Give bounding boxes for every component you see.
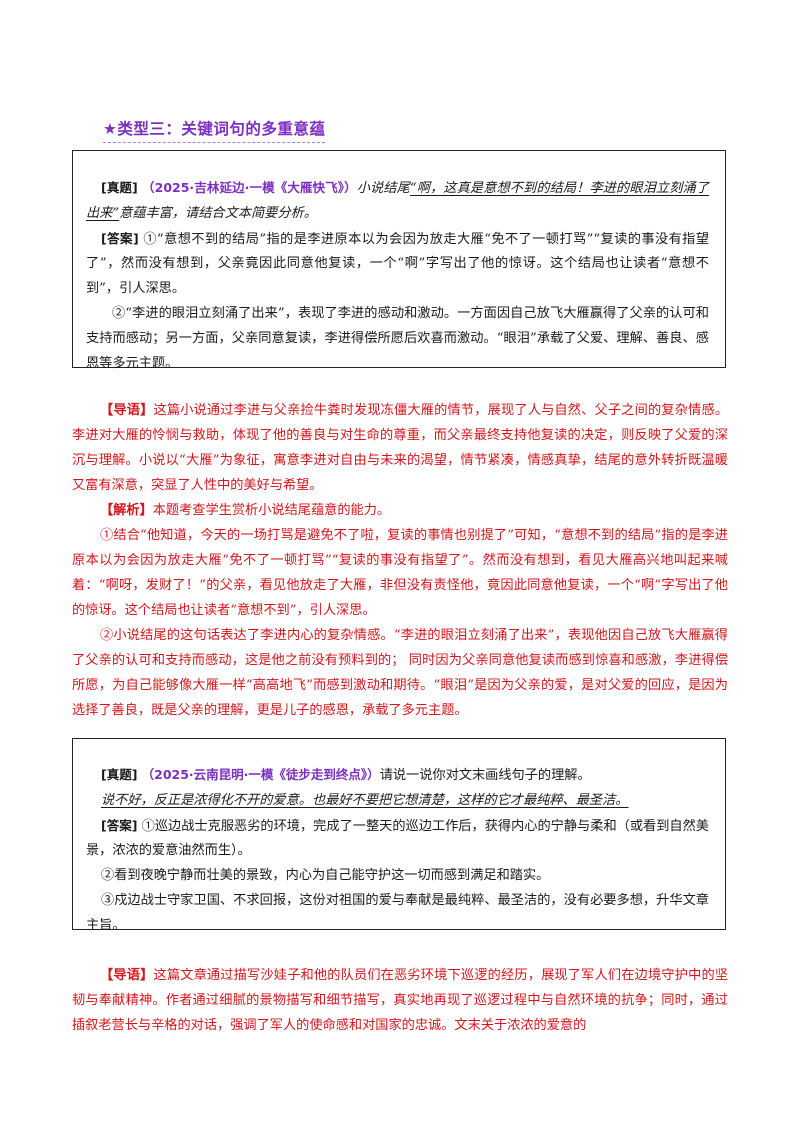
analysis-label: 【解析】 <box>100 503 153 518</box>
guide-label: 【导语】 <box>100 403 154 418</box>
question-quote: “啊，这真是意想不到的结局！李进的眼泪立刻涌了出来” <box>86 181 709 221</box>
guide-text: 这篇文章通过描写沙娃子和他的队员们在恶劣环境下巡逻的经历，展现了军人们在边境守护… <box>72 968 729 1033</box>
answer-2-p1: [答案] ①巡边战士克服恶劣的环境，完成了一整天的巡边工作后，获得内心的宁静与柔… <box>86 814 709 865</box>
question-box-1: [真题] （2025·吉林延边·一模《大雁快飞》）小说结尾“啊，这真是意想不到的… <box>72 150 726 371</box>
guide-paragraph: 【导语】这篇小说通过李进与父亲捡牛粪时发现冻僵大雁的情节，展现了人与自然、父子之… <box>72 398 728 498</box>
guide-label: 【导语】 <box>100 968 154 983</box>
section-title: ★类型三：关键词句的多重意蕴 <box>103 117 326 143</box>
question-2: [真题] （2025·云南昆明·一模《徒步走到终点》）请说一说你对文末画线句子的… <box>86 763 709 789</box>
question-source: （2025·吉林延边·一模《大雁快飞》） <box>142 180 357 195</box>
question-quote: 说不好，反正是浓得化不开的爱意。也最好不要把它想清楚，这样的它才最纯粹、最圣洁。 <box>86 789 709 814</box>
answer-2-p3: ③戍边战士守家卫国、不求回报，这份对祖国的爱与奉献是最纯粹、最圣洁的，没有必要多… <box>86 892 709 933</box>
answer-2-p2: ②看到夜晚宁静而壮美的景致，内心为自己能守护这一切而感到满足和踏实。 <box>101 868 550 884</box>
question-label: [真题] <box>101 180 138 195</box>
analysis-2: 【导语】这篇文章通过描写沙娃子和他的队员们在恶劣环境下巡逻的经历，展现了军人们在… <box>72 963 728 1038</box>
question-text: 请说一说你对文末画线句子的理解。 <box>379 768 591 783</box>
analysis-1: 【导语】这篇小说通过李进与父亲捡牛粪时发现冻僵大雁的情节，展现了人与自然、父子之… <box>72 398 728 723</box>
question-box-2: [真题] （2025·云南昆明·一模《徒步走到终点》）请说一说你对文末画线句子的… <box>72 738 726 933</box>
answer-label: [答案] <box>101 817 138 833</box>
analysis-point-1: ①结合“他知道，今天的一场打骂是避免不了啦，复读的事情也别提了”可知，“意想不到… <box>72 528 728 618</box>
guide-paragraph: 【导语】这篇文章通过描写沙娃子和他的队员们在恶劣环境下巡逻的经历，展现了军人们在… <box>72 963 728 1038</box>
analysis-text: 本题考查学生赏析小说结尾蕴意的能力。 <box>152 503 391 518</box>
answer-text: ①巡边战士克服恶劣的环境，完成了一整天的巡边工作后，获得内心的宁静与柔和（或看到… <box>86 818 709 859</box>
answer-1-p2: ②“李进的眼泪立刻涌了出来”，表现了李进的感动和激动。一方面因自己放飞大雁赢得了… <box>86 305 709 371</box>
answer-label: [答案] <box>101 230 139 246</box>
quote-text: 说不好，反正是浓得化不开的爱意。也最好不要把它想清楚，这样的它才最纯粹、最圣洁。 <box>101 792 629 808</box>
answer-text: ①“意想不到的结局”指的是李进原本以为会因为放走大雁“免不了一顿打骂”“复读的事… <box>86 231 709 297</box>
answer-1-p1: [答案] ①“意想不到的结局”指的是李进原本以为会因为放走大雁“免不了一顿打骂”… <box>86 227 709 302</box>
question-source: （2025·云南昆明·一模《徒步走到终点》） <box>141 767 380 782</box>
question-text-post: 意蕴丰富，请结合文本简要分析。 <box>119 205 317 221</box>
question-text-pre: 小说结尾 <box>356 181 410 196</box>
analysis-paragraph: 【解析】本题考查学生赏析小说结尾蕴意的能力。 <box>72 498 728 523</box>
analysis-point-2: ②小说结尾的这句话表达了李进内心的复杂情感。“李进的眼泪立刻涌了出来”，表现他因… <box>72 628 728 718</box>
question-1: [真题] （2025·吉林延边·一模《大雁快飞》）小说结尾“啊，这真是意想不到的… <box>86 176 709 227</box>
guide-text: 这篇小说通过李进与父亲捡牛粪时发现冻僵大雁的情节，展现了人与自然、父子之间的复杂… <box>72 403 729 493</box>
question-label: [真题] <box>101 767 138 782</box>
